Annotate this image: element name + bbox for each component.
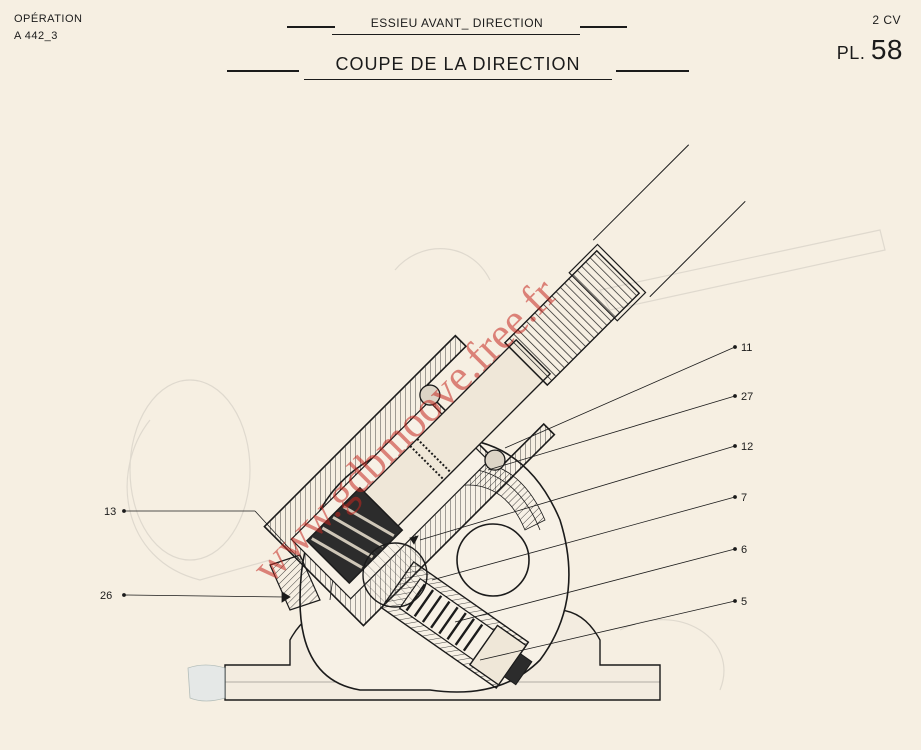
callout-13: 13 (104, 506, 116, 518)
plunger-head (362, 542, 428, 608)
title-rule-right (616, 70, 689, 72)
callout-12: 12 (741, 441, 753, 453)
operation-code: A 442_3 (14, 30, 58, 42)
lower-bearing-ball (484, 449, 506, 471)
title-rule-left (227, 70, 299, 72)
section-rule-left (287, 26, 335, 28)
rack-bore (456, 523, 530, 597)
page-title: COUPE DE LA DIRECTION (335, 54, 581, 74)
callout-27: 27 (741, 391, 753, 403)
callout-6: 6 (741, 544, 747, 556)
callout-5: 5 (741, 596, 747, 608)
vehicle-model: 2 CV (872, 13, 901, 27)
plate-number: PL. 58 (837, 34, 903, 66)
section-heading: ESSIEU AVANT_ DIRECTION (370, 16, 544, 30)
callout-26: 26 (100, 590, 112, 602)
callout-11: 11 (741, 342, 752, 354)
callout-7: 7 (741, 492, 747, 504)
plate-prefix: PL. (836, 43, 866, 63)
upper-bearing-ball (419, 384, 441, 406)
section-rule-right (580, 26, 627, 28)
steering-column-assembly (263, 144, 746, 627)
leader-lines (122, 345, 737, 661)
plate-number-value: 58 (870, 34, 903, 65)
section-underline (332, 34, 580, 35)
title-underline (304, 79, 612, 80)
splined-shaft-end (503, 249, 641, 387)
operation-label: OPÉRATION (14, 13, 83, 25)
